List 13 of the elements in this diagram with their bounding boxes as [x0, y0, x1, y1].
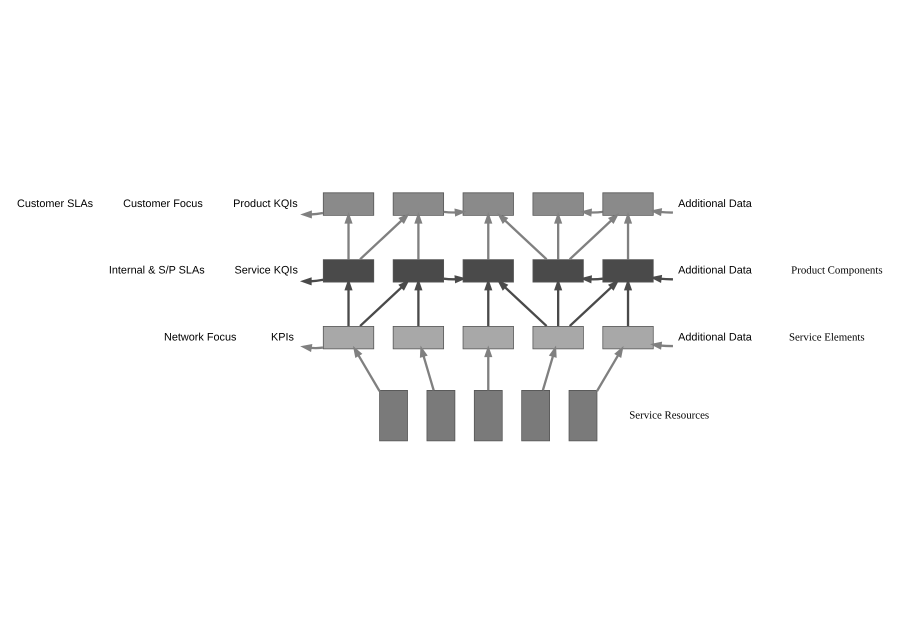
node-text: KPIs: [271, 331, 294, 343]
node-text: Product KQIs: [233, 197, 298, 210]
label: Customer Focus: [123, 197, 203, 210]
node-text: Additional Data: [678, 331, 752, 343]
label: Service Elements: [788, 331, 865, 343]
label: Internal & S/P SLAs: [108, 264, 205, 276]
label: Customer SLAs: [17, 197, 94, 210]
label: Service Resources: [629, 409, 710, 422]
node-text: Additional Data: [678, 264, 752, 276]
node-text: Additional Data: [678, 197, 752, 210]
label: Network Focus: [164, 331, 236, 343]
node-text: Service KQIs: [234, 264, 298, 276]
label: Product Components: [791, 264, 883, 276]
